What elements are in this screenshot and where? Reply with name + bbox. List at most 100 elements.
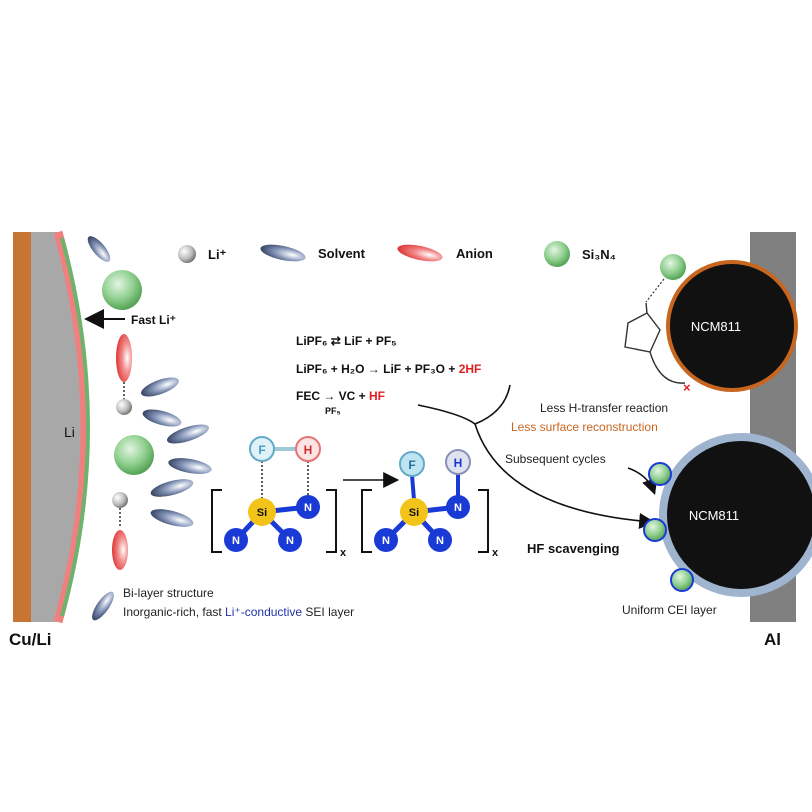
hydrogen-label: H: [304, 443, 313, 457]
hf-curve-from-2hf: [474, 384, 511, 425]
anion-molecule: [116, 334, 132, 382]
legend-li-label: Li⁺: [208, 247, 227, 262]
hydrogen-atom: [445, 449, 471, 475]
less-reconstruction-label: Less surface reconstruction: [511, 420, 658, 434]
cathode-top-interaction: ×: [624, 254, 691, 395]
fluorine-label: F: [258, 443, 265, 457]
fluorine-label: F: [408, 458, 415, 472]
li-ion: [112, 492, 128, 508]
left-electrode: Li Cu/Li: [9, 230, 90, 649]
nitrogen-label: N: [382, 535, 390, 547]
hf-curve-from-fec: [417, 404, 476, 425]
solvent-molecule: [150, 479, 194, 497]
solvent-molecule: [141, 377, 179, 397]
right-bracket: [326, 489, 337, 553]
ncm811-bottom-label: NCM811: [689, 508, 739, 523]
solvation-structures: [87, 236, 212, 621]
nitrogen-atom: [296, 495, 320, 519]
bilayer-line2-suffix: SEI layer: [302, 605, 354, 619]
li-metal-label: Li: [64, 424, 75, 440]
reaction-2-body: LiPF₆ + H₂O → LiF + PF₃O +: [296, 362, 459, 376]
al-label: Al: [764, 630, 781, 649]
si3n4-particle: [670, 568, 694, 592]
h-transfer-block-icon: ×: [683, 380, 691, 395]
nitrogen-label: N: [436, 535, 444, 547]
hf-scavenging-label: HF scavenging: [527, 541, 620, 556]
solvent-molecule: [150, 509, 194, 527]
si3n4-particle: [102, 270, 142, 310]
ncm811-particle-bottom: [659, 433, 812, 597]
ncm811-top-label: NCM811: [691, 319, 741, 334]
li-metal-anode: [31, 232, 85, 622]
ncm811-particle-top: [666, 260, 798, 392]
si3n4-structure-before: F H Si N N N x: [211, 436, 347, 559]
silicon-label: Si: [257, 507, 267, 519]
nitrogen-atom: [278, 528, 302, 552]
hydrogen-label: H: [454, 456, 463, 470]
legend-solvent-label: Solvent: [318, 246, 366, 261]
repeat-subscript: x: [492, 547, 499, 559]
solvent-molecule: [87, 236, 111, 262]
carbonyl-bond: [645, 302, 648, 314]
reaction-3-catalyst: PF₅: [325, 406, 341, 416]
bilayer-line2: Inorganic-rich, fast Li⁺-conductive SEI …: [123, 605, 354, 619]
right-bracket: [478, 489, 489, 553]
legend-si3n4-icon: [544, 241, 570, 267]
cu-current-collector: [13, 232, 31, 622]
legend-si3n4-label: Si₃N₄: [582, 247, 616, 262]
si3n4-particle: [643, 518, 667, 542]
si3n4-structure-after: F H Si N N N x: [361, 449, 499, 559]
silicon-atom: [248, 498, 276, 526]
fast-li-label: Fast Li⁺: [131, 313, 176, 327]
si3n4-particle: [660, 254, 686, 280]
si3n4-particle: [114, 435, 154, 475]
legend-solvent-icon: [260, 244, 306, 262]
fluorine-atom: [249, 436, 275, 462]
legend: Li⁺ Solvent Anion Si₃N₄: [178, 241, 616, 267]
legend-li-ion-icon: [178, 245, 196, 263]
cu-li-label: Cu/Li: [9, 630, 52, 649]
interaction-bond: [645, 278, 665, 303]
nitrogen-label: N: [286, 535, 294, 547]
subsequent-cycles-arrow: [627, 467, 658, 496]
right-electrode: Al NCM811 NCM811: [659, 232, 812, 649]
nitrogen-atom: [446, 495, 470, 519]
nitrogen-atom: [428, 528, 452, 552]
reaction-3-hf: HF: [369, 389, 385, 403]
repeat-subscript: x: [340, 547, 347, 559]
legend-anion-icon: [397, 244, 443, 262]
legend-anion-label: Anion: [456, 246, 493, 261]
si3n4-particle: [648, 462, 672, 486]
silicon-atom: [400, 498, 428, 526]
reaction-2-hf: 2HF: [459, 362, 482, 376]
cei-particles: [643, 462, 694, 592]
hf-pathway: [417, 384, 656, 529]
bilayer-description: Bi-layer structure Inorganic-rich, fast …: [123, 586, 354, 619]
less-h-transfer-label: Less H-transfer reaction: [540, 401, 668, 415]
nitrogen-atom: [374, 528, 398, 552]
uniform-cei-label: Uniform CEI layer: [622, 603, 717, 617]
fec-ring: [624, 312, 661, 353]
h-transfer-curve: [649, 351, 686, 384]
silicon-label: Si: [409, 507, 419, 519]
sei-outer-pink: [53, 230, 90, 624]
nitrogen-label: N: [232, 535, 240, 547]
reaction-3: FEC → VC + HF: [296, 389, 385, 403]
sei-inner-green: [60, 237, 90, 617]
fast-li-indicator: Fast Li⁺: [84, 309, 176, 329]
bilayer-line2-highlight: Li⁺-conductive: [225, 605, 302, 619]
left-bracket: [211, 489, 222, 553]
nitrogen-atom: [224, 528, 248, 552]
bond-f-si: [410, 474, 416, 501]
left-bracket: [361, 489, 372, 553]
reaction-3-body: FEC → VC +: [296, 389, 369, 403]
solvent-molecule: [92, 591, 114, 621]
hydrogen-atom: [295, 436, 321, 462]
hf-scavenging-arrow: [474, 423, 656, 529]
subsequent-cycles-label: Subsequent cycles: [505, 452, 606, 466]
solvent-molecule: [166, 424, 210, 444]
bilayer-line2-prefix: Inorganic-rich, fast: [123, 605, 225, 619]
reaction-2: LiPF₆ + H₂O → LiF + PF₃O + 2HF: [296, 362, 481, 376]
li-ion: [116, 399, 132, 415]
